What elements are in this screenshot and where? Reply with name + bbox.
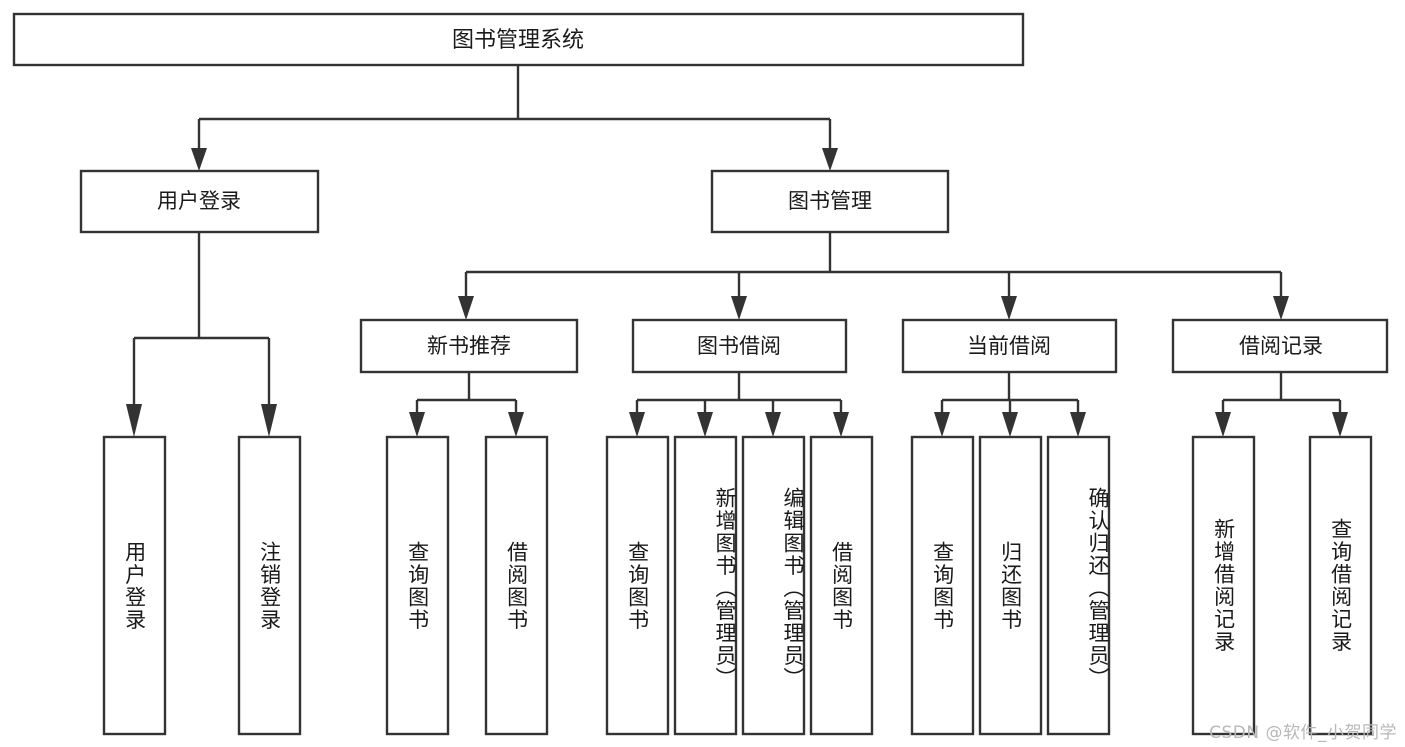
node-book-borrow-box[interactable] — [631, 318, 848, 374]
arrow-head-level2-3 — [1273, 296, 1289, 320]
arrow-head-bookborrow-0 — [629, 412, 645, 437]
leaf-box-book-borrow-1[interactable] — [673, 435, 738, 736]
node-borrow-record-label: 借阅记录 — [1239, 334, 1323, 358]
arrow-head-newbook-1 — [508, 412, 524, 437]
arrow-head-bookborrow-1 — [697, 412, 713, 437]
leaf-box-borrow-record-0[interactable] — [1191, 435, 1256, 736]
leaf-box-user-login-1[interactable] — [237, 435, 302, 736]
leaf-box-book-borrow-0[interactable] — [605, 435, 670, 736]
node-user-login-label: 用户登录 — [157, 189, 241, 213]
leaf-box-current-borrow-0[interactable] — [910, 435, 975, 736]
arrow-head-level2-1 — [731, 296, 747, 320]
node-book-borrow[interactable]: 图书借阅 — [631, 318, 848, 374]
leaf-box-current-borrow-2[interactable] — [1046, 435, 1111, 736]
node-user-login[interactable]: 用户登录 — [79, 169, 320, 234]
arrow-head-borrowrecord-1 — [1332, 412, 1348, 437]
node-root-label: 图书管理系统 — [452, 28, 584, 53]
arrow-head-newbook-0 — [409, 412, 425, 437]
node-current-borrow[interactable]: 当前借阅 — [901, 318, 1118, 374]
arrow-head-level2-2 — [1001, 296, 1017, 320]
node-current-borrow-label: 当前借阅 — [967, 334, 1051, 358]
node-root[interactable]: 图书管理系统 — [12, 12, 1025, 67]
arrow-head-currentborrow-2 — [1070, 412, 1086, 437]
node-book-management[interactable]: 图书管理 — [710, 169, 950, 234]
node-new-book-recommend-label: 新书推荐 — [427, 334, 511, 358]
leaf-box-user-login-0[interactable] — [102, 435, 167, 736]
arrow-head-level1-0 — [191, 148, 207, 171]
arrow-head-currentborrow-1 — [1002, 412, 1018, 437]
leaf-box-borrow-record-1[interactable] — [1308, 435, 1373, 736]
leaf-box-book-borrow-3[interactable] — [809, 435, 874, 736]
node-user-login-box[interactable] — [79, 169, 320, 234]
connector-group — [126, 65, 1348, 437]
leaf-box-current-borrow-1[interactable] — [978, 435, 1043, 736]
arrow-head-level2-0 — [458, 296, 474, 320]
node-book-borrow-label: 图书借阅 — [697, 334, 781, 358]
node-current-borrow-box[interactable] — [901, 318, 1118, 374]
arrow-head-currentborrow-0 — [934, 412, 950, 437]
node-book-management-label: 图书管理 — [788, 189, 872, 213]
arrow-head-userlogin-0 — [126, 404, 142, 437]
leaf-box-new-book-1[interactable] — [484, 435, 549, 736]
arrow-head-bookborrow-3 — [833, 412, 849, 437]
node-borrow-record[interactable]: 借阅记录 — [1171, 318, 1389, 374]
arrow-head-borrowrecord-0 — [1215, 412, 1231, 437]
arrow-head-bookborrow-2 — [765, 412, 781, 437]
node-root-box[interactable] — [12, 12, 1025, 67]
arrow-head-userlogin-1 — [261, 404, 277, 437]
leaf-box-new-book-0[interactable] — [385, 435, 450, 736]
arrow-head-level1-1 — [822, 148, 838, 171]
node-book-management-box[interactable] — [710, 169, 950, 234]
node-borrow-record-box[interactable] — [1171, 318, 1389, 374]
node-new-book-recommend-box[interactable] — [359, 318, 579, 374]
watermark-text: CSDN @软件_小贺同学 — [1209, 723, 1397, 743]
node-new-book-recommend[interactable]: 新书推荐 — [359, 318, 579, 374]
leaf-box-book-borrow-2[interactable] — [741, 435, 806, 736]
